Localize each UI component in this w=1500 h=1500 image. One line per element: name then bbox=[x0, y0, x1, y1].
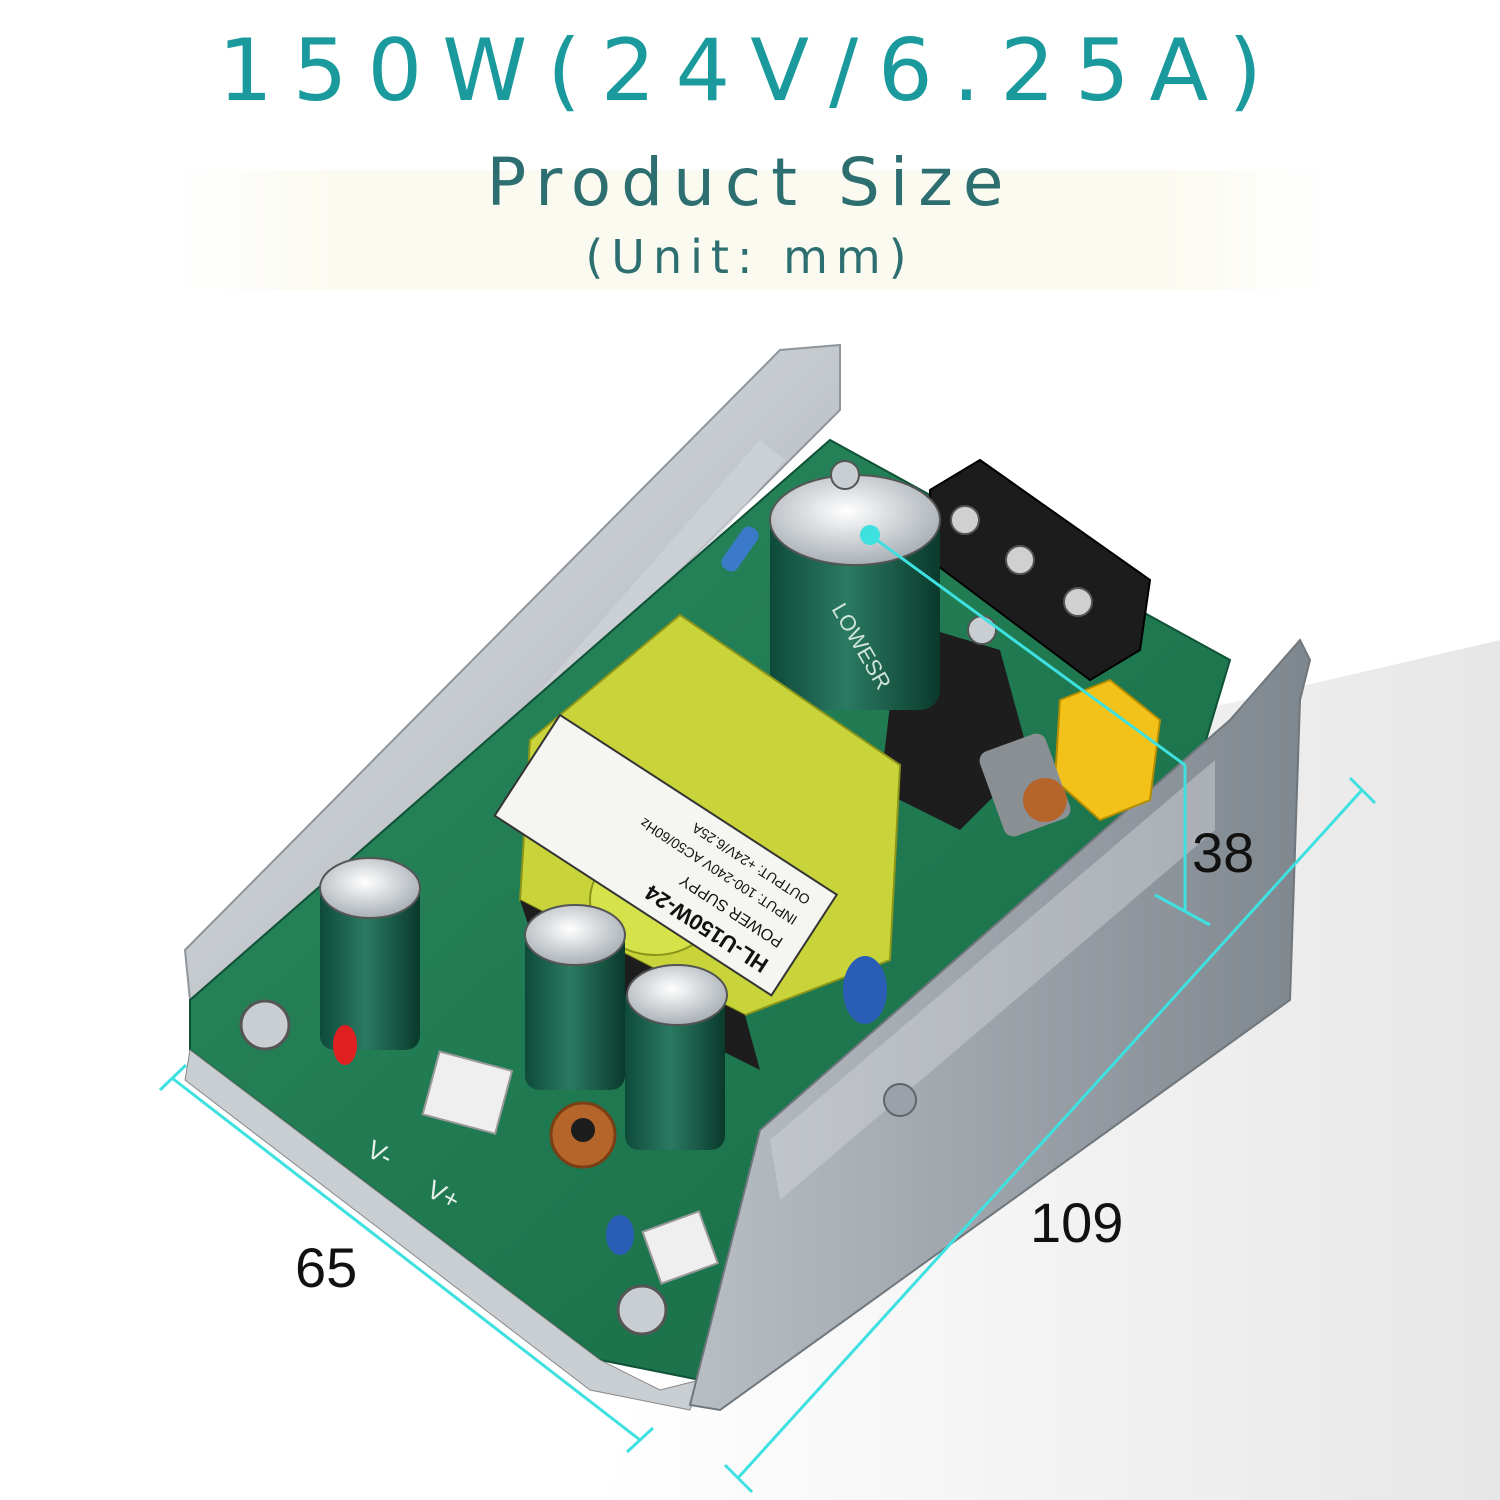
length-dimension-label: 109 bbox=[1030, 1191, 1124, 1254]
product-title: 150W(24V/6.25A) bbox=[218, 21, 1282, 121]
product-size-heading: Product Size bbox=[486, 144, 1014, 221]
unit-label: (Unit: mm) bbox=[585, 230, 915, 284]
length-dimension-line bbox=[736, 788, 1364, 1480]
subtitle-background bbox=[170, 170, 1330, 290]
transformer-label bbox=[493, 713, 839, 997]
right-metal-rail bbox=[688, 638, 1312, 1412]
output-capacitor-3 bbox=[625, 964, 728, 1150]
output-capacitor-2 bbox=[524, 904, 626, 1090]
main-capacitor: LOWESR bbox=[769, 474, 941, 710]
header: 150W(24V/6.25A) Product Size (Unit: mm) bbox=[0, 0, 1500, 300]
height-leader-line bbox=[869, 533, 1186, 767]
width-dimension-line bbox=[171, 1076, 641, 1442]
height-dimension-label: 38 bbox=[1192, 821, 1255, 884]
dimension-lines bbox=[158, 533, 1377, 1494]
width-dimension-label: 65 bbox=[295, 1236, 358, 1299]
output-capacitor-1 bbox=[319, 857, 421, 1050]
